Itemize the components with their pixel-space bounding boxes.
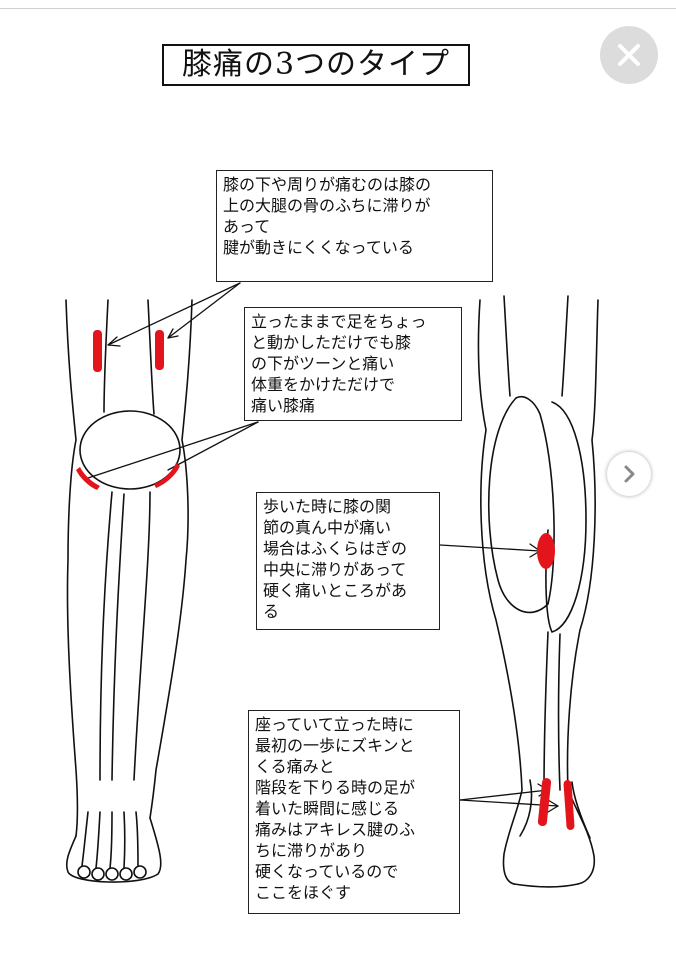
- pain-marker-achilles-right: [563, 780, 575, 830]
- pain-marker-knee-left: [76, 467, 100, 490]
- top-divider: [0, 8, 676, 9]
- pain-marker-achilles-left: [537, 778, 552, 826]
- chevron-right-icon: [624, 465, 635, 483]
- back-leg-outline: [477, 295, 599, 888]
- front-leg-outline: [65, 299, 193, 883]
- note-knee-standing: 立ったままで足をちょっ と動かしただけでも膝 の下がツーンと痛い 体重をかけただ…: [244, 307, 462, 421]
- pain-marker-knee-right: [154, 463, 180, 488]
- pain-marker-calf: [537, 533, 555, 569]
- note-calf: 歩いた時に膝の関 節の真ん中が痛い 場合はふくらはぎの 中央に滞りがあって 硬く…: [256, 492, 440, 630]
- note-thigh-tendon: 膝の下や周りが痛むのは膝の 上の大腿の骨のふちに滞りが あって 腱が動きにくくな…: [216, 170, 493, 282]
- pain-marker-thigh-left: [93, 330, 102, 372]
- close-icon: [618, 44, 640, 66]
- note-achilles: 座っていて立った時に 最初の一歩にズキンと くる痛みと 階段を下りる時の足が 着…: [248, 710, 460, 914]
- pain-marker-thigh-right: [155, 330, 164, 370]
- next-image-button[interactable]: [607, 452, 651, 496]
- pain-markers: [76, 330, 575, 830]
- page-title: 膝痛の3つのタイプ: [162, 44, 470, 86]
- close-button[interactable]: [600, 26, 658, 84]
